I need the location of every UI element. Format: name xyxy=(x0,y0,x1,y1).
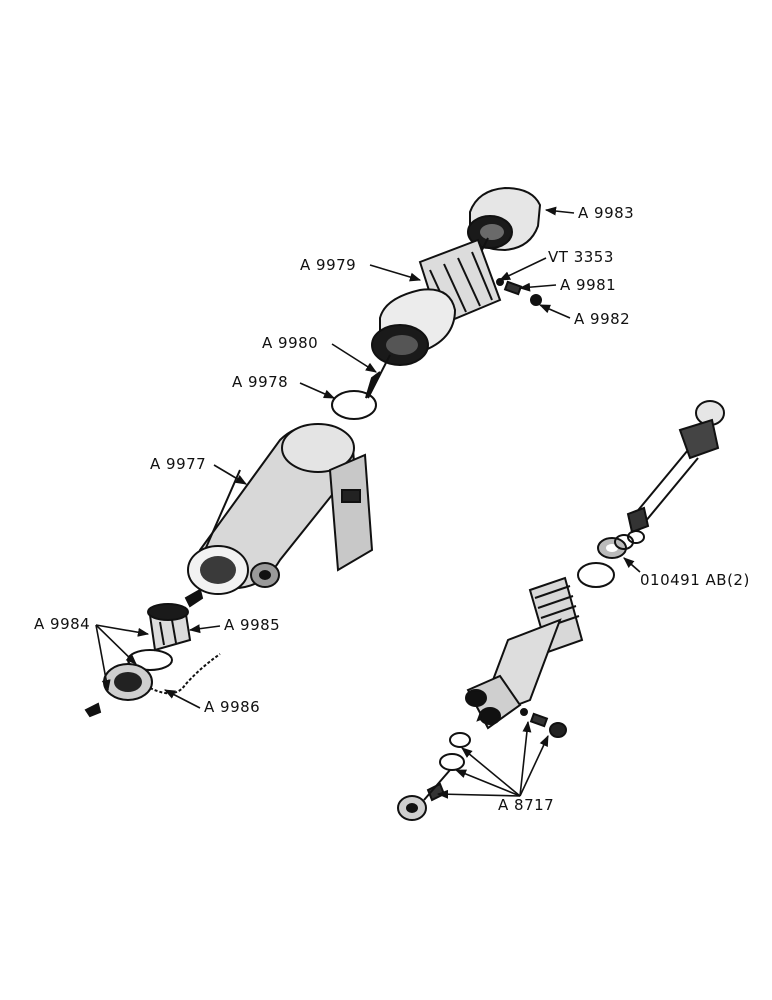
threaded-body xyxy=(465,576,584,730)
small-fittings xyxy=(496,278,542,306)
oring-a9978 xyxy=(331,390,377,420)
screw-a9985 xyxy=(184,588,204,608)
fittings-a8717 xyxy=(397,708,567,821)
housing-a9977 xyxy=(187,423,374,595)
label-a9981: A 9981 xyxy=(560,276,616,294)
label-vt3353: VT 3353 xyxy=(548,248,614,266)
label-a9982: A 9982 xyxy=(574,310,630,328)
label-a9980: A 9980 xyxy=(262,334,318,352)
drain-plug-a9986 xyxy=(84,653,221,718)
part-labels: A 9983 VT 3353 A 9979 A 9981 A 9982 A 99… xyxy=(34,204,750,814)
label-a9983: A 9983 xyxy=(578,204,634,222)
strainer-cup-a9985 xyxy=(147,603,192,652)
pin-a9980 xyxy=(365,354,391,399)
label-a9985: A 9985 xyxy=(224,616,280,634)
label-a9979: A 9979 xyxy=(300,256,356,274)
label-010491: 010491 AB(2) xyxy=(640,571,750,589)
label-a9984: A 9984 xyxy=(34,615,90,633)
washers-010491 xyxy=(577,530,645,588)
label-a8717: A 8717 xyxy=(498,796,554,814)
valve-stem-assembly xyxy=(626,400,725,534)
label-a9978: A 9978 xyxy=(232,373,288,391)
label-a9986: A 9986 xyxy=(204,698,260,716)
label-a9977: A 9977 xyxy=(150,455,206,473)
leader-lines xyxy=(95,206,641,799)
ribbed-body-a9979 xyxy=(371,238,502,366)
